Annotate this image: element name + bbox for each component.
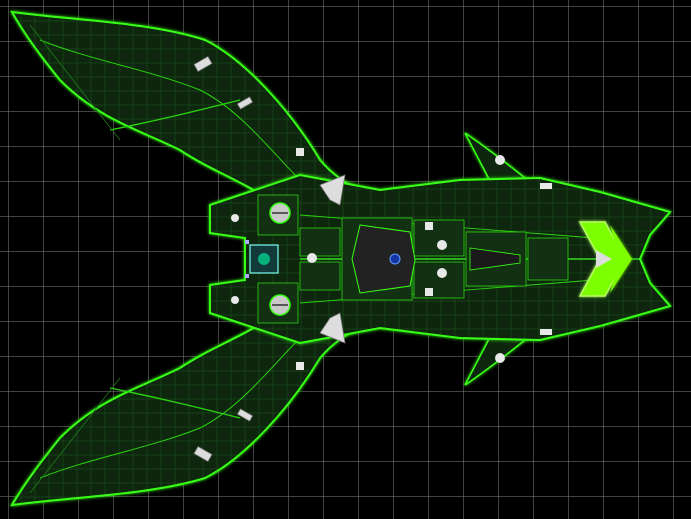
reactor-icon[interactable] [389, 253, 401, 265]
oxygen-system-icon[interactable] [231, 155, 505, 363]
drone-bay-icon[interactable] [245, 240, 279, 278]
weapon-turret-icon[interactable] [193, 55, 346, 463]
medbay-icon[interactable] [296, 148, 552, 370]
engine-icon[interactable] [578, 221, 632, 297]
shield-generator-icon[interactable] [269, 202, 291, 316]
cockpit-icon[interactable] [351, 224, 416, 294]
upper-wing [10, 10, 421, 232]
